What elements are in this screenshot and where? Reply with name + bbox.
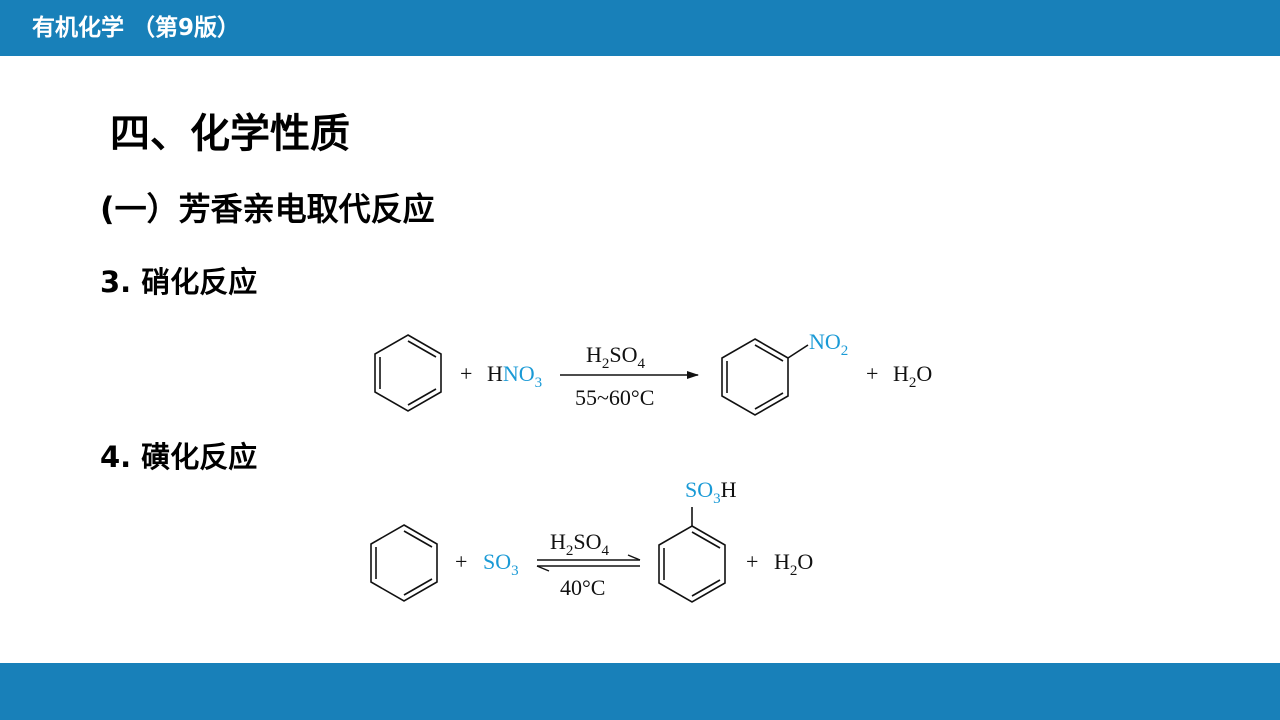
- benzenesulfonic-acid-ring-icon: [658, 507, 726, 603]
- nitric-acid: HNO3: [487, 361, 542, 391]
- header-bar: 有机化学 （第9版）: [0, 0, 1280, 56]
- plus-sign: +: [455, 549, 467, 574]
- section-heading: 四、化学性质: [110, 111, 350, 157]
- catalyst-label: H2SO4: [550, 529, 610, 559]
- temperature-condition: 40°C: [560, 575, 605, 600]
- nitration-title: 3. 硝化反应: [100, 265, 258, 299]
- footer-bar: [0, 663, 1280, 720]
- benzene-ring-icon: [370, 524, 438, 602]
- plus-sign: +: [460, 361, 472, 386]
- temperature-condition: 55~60°C: [575, 385, 654, 410]
- catalyst-label: H2SO4: [586, 342, 646, 372]
- sulfur-trioxide: SO3: [483, 549, 519, 579]
- nitrobenzene-ring-icon: [721, 338, 809, 416]
- benzene-ring-icon: [374, 334, 442, 412]
- sulfonation-title: 4. 磺化反应: [100, 440, 258, 474]
- plus-sign-2: +: [746, 549, 758, 574]
- sulfonation-equation: + SO3 H2SO4 40°C SO3H + H2O: [370, 477, 813, 603]
- equilibrium-arrow-icon: [536, 554, 641, 572]
- plus-sign-2: +: [866, 361, 878, 386]
- water-product: H2O: [893, 361, 932, 391]
- sulfonic-acid-group: SO3H: [685, 477, 737, 507]
- nitro-group: NO2: [809, 329, 848, 359]
- course-title: 有机化学 （第9版）: [32, 15, 241, 41]
- section-subheading: (一）芳香亲电取代反应: [100, 190, 435, 228]
- nitration-equation: + HNO3 H2SO4 55~60°C NO2 + H2O: [374, 329, 932, 416]
- water-product: H2O: [774, 549, 813, 579]
